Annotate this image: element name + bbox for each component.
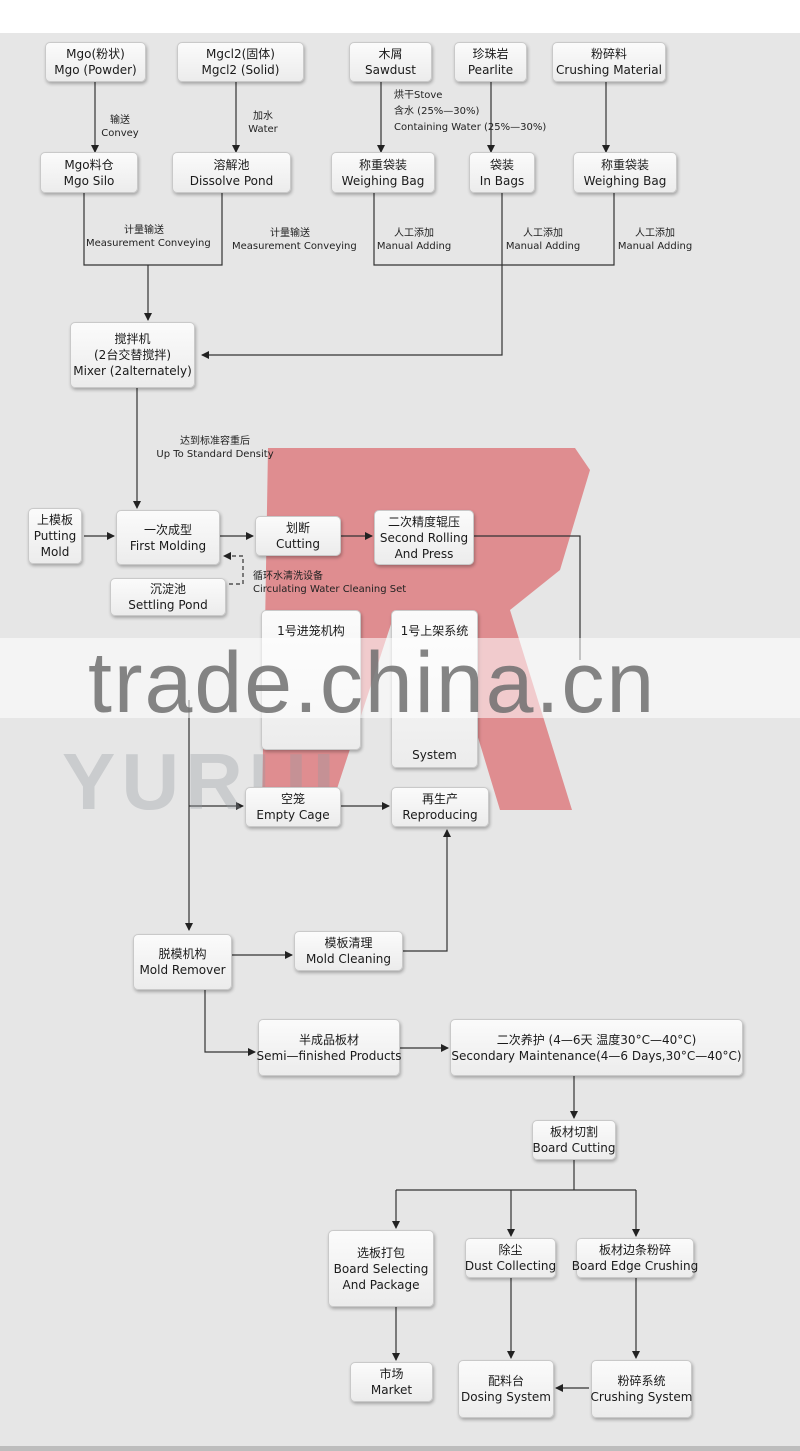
top-margin <box>0 0 800 33</box>
node-mixer: 搅拌机(2台交替搅拌)Mixer (2alternately) <box>70 322 195 388</box>
node-secondary-maintenance: 二次养护 (4—6天 温度30°C—40°C)Secondary Mainten… <box>450 1019 743 1076</box>
watermark-band <box>0 638 800 718</box>
watermark-site: trade.china.cn <box>88 635 657 731</box>
node-mgcl2-solid: Mgcl2(固体)Mgcl2 (Solid) <box>177 42 304 82</box>
node-mgo-powder: Mgo(粉状)Mgo (Powder) <box>45 42 146 82</box>
bottom-rule <box>0 1446 800 1451</box>
